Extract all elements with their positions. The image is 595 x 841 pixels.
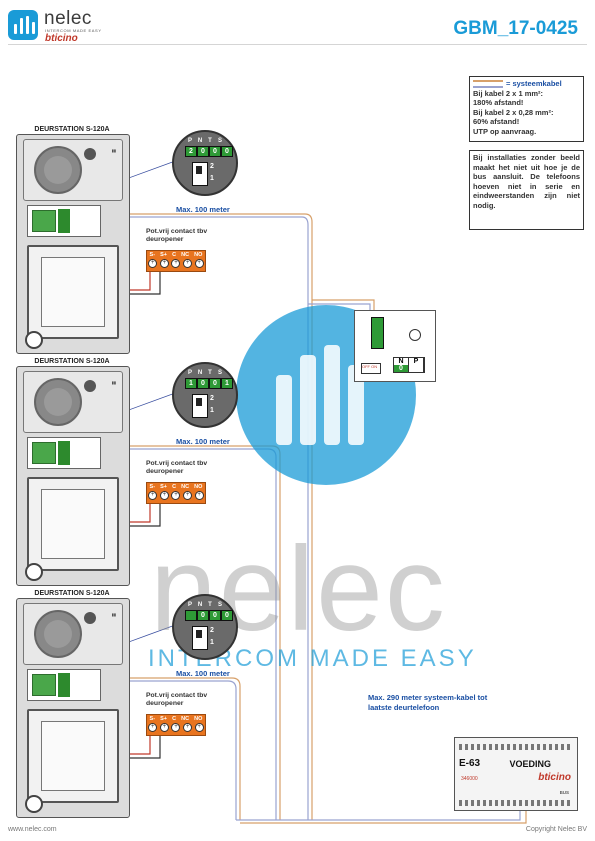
dip-n: 0 [197, 146, 209, 157]
dip-t: 0 [209, 378, 221, 389]
header-divider [8, 44, 587, 45]
station-frame [27, 245, 119, 339]
speaker-icon [34, 610, 82, 658]
cable-2-text: Bij kabel 2 x 0,28 mm²: [473, 107, 554, 117]
station-terminal [27, 669, 101, 701]
max-distance-3: Max. 100 meter [176, 669, 230, 678]
station-brand-mark: ▮▮ [111, 148, 116, 153]
station-brand-mark: ▮▮ [111, 380, 116, 385]
distance-2-text: 60% afstand! [473, 117, 520, 126]
crosshair-icon [409, 329, 421, 341]
station-2-title: DEURSTATION S-120A [34, 358, 110, 365]
dip-n: 0 [197, 378, 209, 389]
dip-p [185, 610, 197, 621]
door-station-2: ▮▮ [16, 366, 130, 586]
speaker-icon [34, 378, 82, 426]
document-id: GBM_17-0425 [453, 18, 578, 39]
dip-t: 0 [209, 146, 221, 157]
station-1-title: DEURSTATION S-120A [34, 126, 110, 133]
speaker-icon [34, 146, 82, 194]
psu-model: E-63 [459, 758, 481, 769]
off-on-switch: OFF ON [361, 363, 381, 374]
footer-copyright: Copyright Nelec BV [525, 826, 587, 833]
camera-icon [84, 380, 96, 392]
station-button-icon [25, 331, 43, 349]
dip-p: 1 [185, 378, 197, 389]
dip-t: 0 [209, 610, 221, 621]
station-brand-mark: ▮▮ [111, 612, 116, 617]
station-button-icon [25, 795, 43, 813]
dip-p: 2 [185, 146, 197, 157]
distance-1-text: 180% afstand! [473, 98, 524, 107]
dip-s: 0 [221, 610, 233, 621]
brand-tagline: INTERCOM MADE EASY [45, 28, 102, 33]
door-station-3: ▮▮ [16, 598, 130, 818]
system-cable-legend-icon [473, 80, 503, 89]
psu-code: 346000 [461, 776, 478, 782]
station-3-title: DEURSTATION S-120A [34, 590, 110, 597]
max-distance-1: Max. 100 meter [176, 205, 230, 214]
dip-s: 1 [221, 378, 233, 389]
dip-s: 0 [221, 146, 233, 157]
slide-switch-icon [192, 394, 208, 418]
door-station-1: ▮▮ [16, 134, 130, 354]
footer-website[interactable]: www.nelec.com [8, 826, 57, 833]
max-distance-2: Max. 100 meter [176, 437, 230, 446]
psu-bus-label: BUS [559, 790, 569, 795]
camera-icon [84, 148, 96, 160]
psu-label: VOEDING [509, 759, 551, 769]
contact-label-1: Pot.vrij contact tbv deuropener [146, 228, 208, 243]
bus-terminal-icon [371, 317, 384, 349]
station-frame [27, 709, 119, 803]
station-frame [27, 477, 119, 571]
psu-brand: bticino [538, 772, 571, 783]
camera-icon [84, 612, 96, 624]
slide-switch-icon [192, 162, 208, 186]
contact-label-2: Pot.vrij contact tbv deuropener [146, 460, 208, 475]
contact-label-3: Pot.vrij contact tbv deuropener [146, 692, 208, 707]
bticino-logo: bticino [45, 33, 78, 44]
station-terminal [27, 437, 101, 469]
legend-label: = systeemkabel [506, 79, 562, 88]
station-terminal [27, 205, 101, 237]
nelec-logo-icon [8, 10, 38, 40]
polarity-note: Bij installaties zonder beeld maakt het … [469, 150, 584, 230]
dip-n: 0 [197, 610, 209, 621]
brand-name: nelec [44, 8, 92, 29]
power-supply: E-63 VOEDING 346000 bticino BUS [454, 737, 578, 811]
utp-text: UTP op aanvraag. [473, 126, 537, 136]
station-button-icon [25, 563, 43, 581]
slide-switch-icon [192, 626, 208, 650]
cable-note: = systeemkabel Bij kabel 2 x 1 mm²: 180%… [469, 76, 584, 142]
cable-1-text: Bij kabel 2 x 1 mm²: [473, 88, 544, 98]
max-system-distance: Max. 290 meter systeem-kabel tot laatste… [368, 693, 488, 712]
